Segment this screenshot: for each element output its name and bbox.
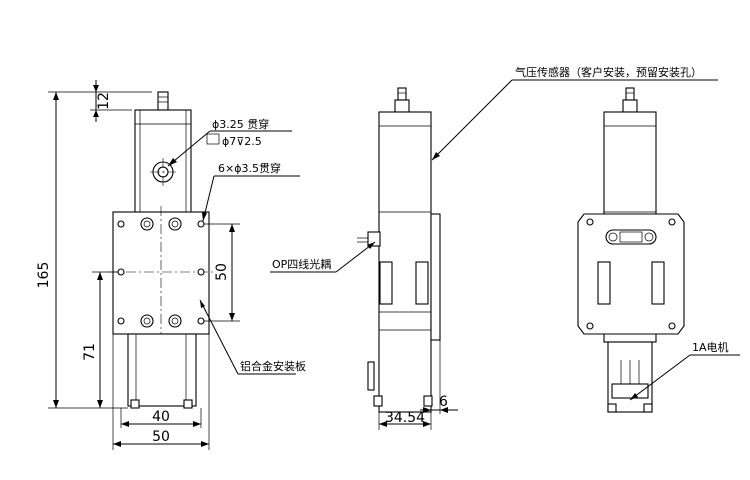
dim-71: 71: [82, 343, 98, 361]
side-view: 34.54 6 气压传感器（客户安装，预留安装孔） OP四线光耦: [270, 65, 718, 430]
dim-6: 6: [439, 394, 448, 410]
back-view: 1A电机: [577, 87, 740, 413]
callout-plate: 铝合金安装板: [240, 359, 306, 373]
dim-50-bottom: 50: [152, 429, 170, 445]
front-nozzle: [157, 91, 169, 111]
callout-holes-6x: 6×ϕ3.5贯穿: [218, 161, 281, 175]
back-nozzle-top: [625, 87, 635, 101]
callout-optocoupler: OP四线光耦: [272, 257, 331, 271]
side-plate: [430, 213, 441, 341]
callout-hole-325: ϕ3.25 贯穿: [212, 117, 269, 131]
dim-50-vertical: 50: [214, 263, 230, 281]
callout-motor: 1A电机: [692, 340, 729, 354]
front-plate-holes: [117, 217, 205, 328]
dim-12: 12: [96, 92, 112, 110]
front-view: 12 165 71 50 40 50: [36, 80, 306, 450]
callout-hole-7-depth: ϕ7⊽2.5: [222, 135, 262, 148]
side-nozzle-top: [397, 87, 407, 101]
dim-165: 165: [36, 262, 52, 289]
side-optocoupler: [367, 231, 381, 247]
front-lower-body: [127, 333, 197, 407]
back-optocoupler: [605, 229, 657, 245]
callout-sensor: 气压传感器（客户安装，预留安装孔）: [515, 65, 702, 79]
dim-34-54: 34.54: [385, 410, 425, 426]
dim-40: 40: [152, 409, 170, 425]
